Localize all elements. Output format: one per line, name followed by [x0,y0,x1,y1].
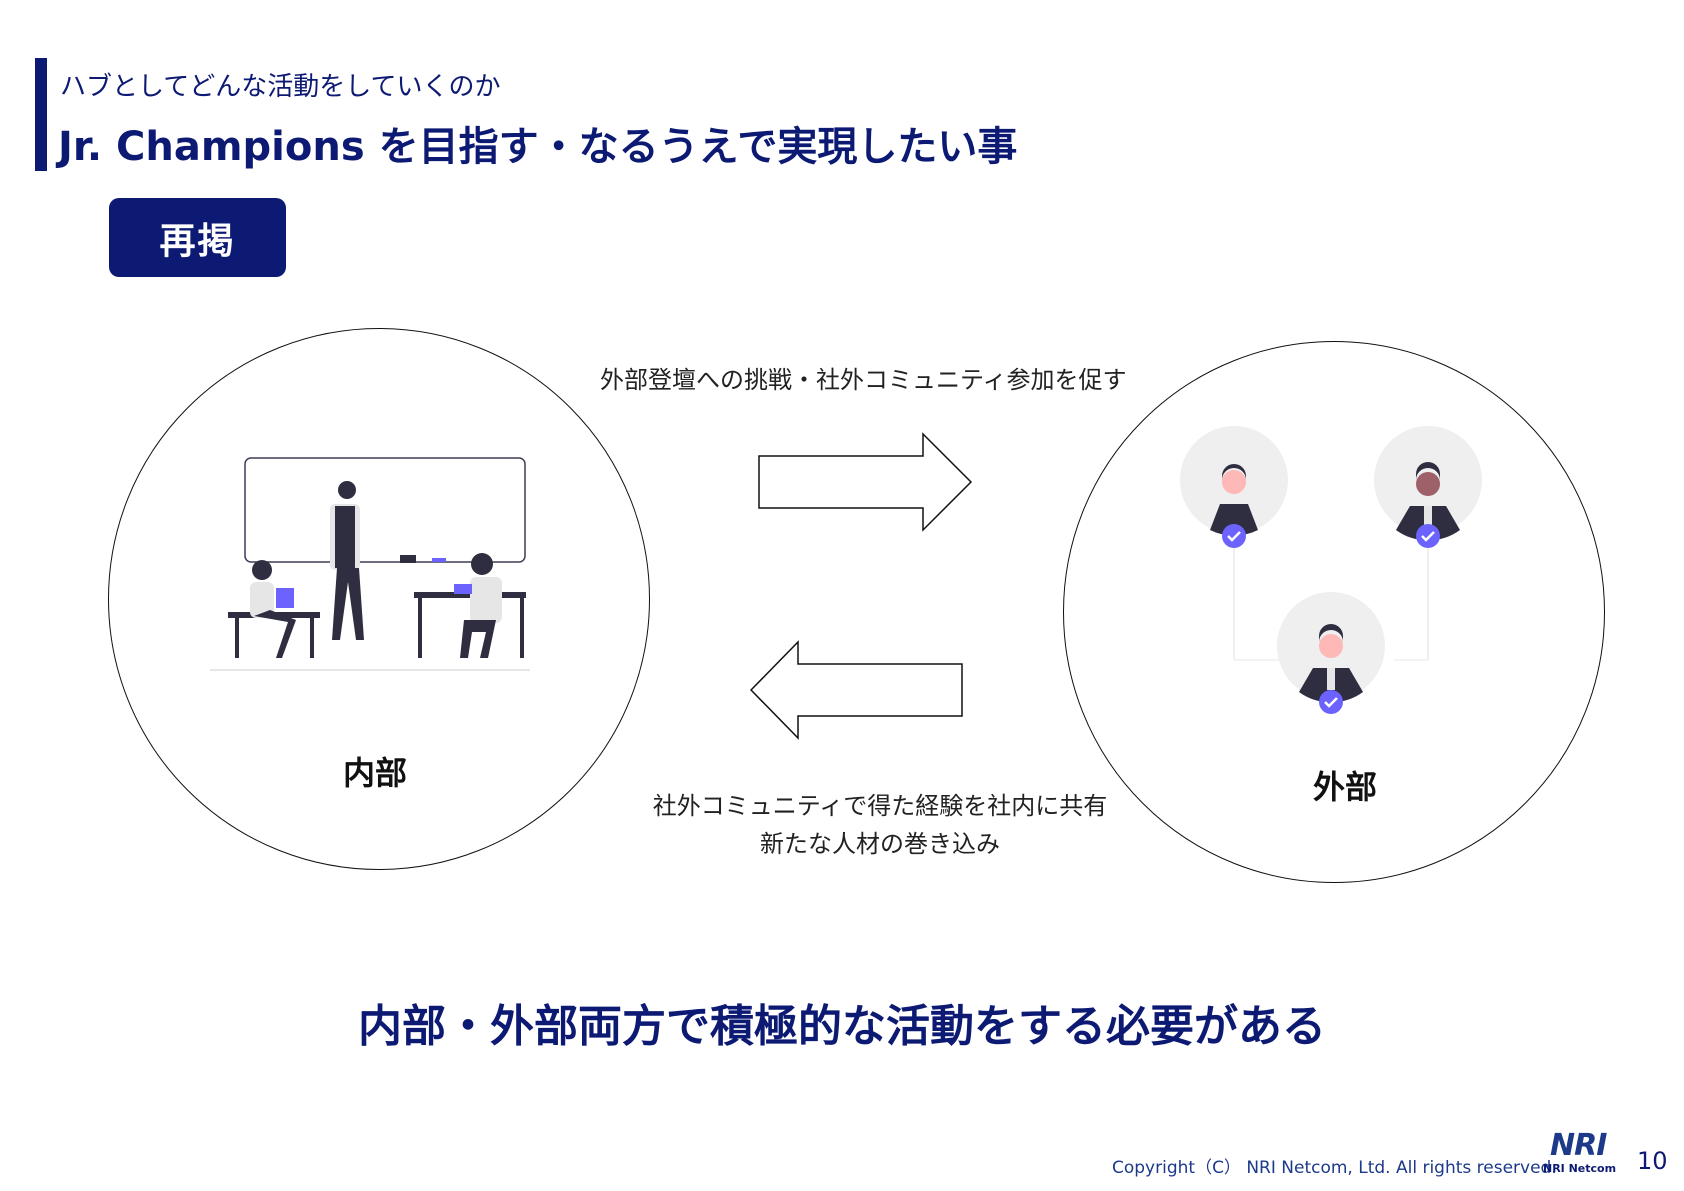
community-people-illustration [1180,426,1482,714]
inbound-caption-line2: 新たな人材の巻き込み [760,830,1000,858]
member-avatar-2 [1374,426,1482,548]
title-accent-bar [35,58,47,171]
member-avatar-3 [1277,592,1385,714]
slide-title: Jr. Champions を目指す・なるうえで実現したい事 [58,124,1018,170]
internal-label: 内部 [343,754,408,792]
internal-circle [108,328,650,870]
office-meeting-illustration [210,457,530,671]
slide-subtitle: ハブとしてどんな活動をしていくのか [60,72,501,102]
conclusion-statement: 内部・外部両方で積極的な活動をする必要がある [358,1001,1326,1052]
nri-logo-icon: NRI [1550,1128,1607,1163]
external-circle [1063,341,1605,883]
outbound-caption: 外部登壇への挑戦・社外コミュニティ参加を促す [600,366,1127,394]
member-avatar-1 [1180,426,1288,548]
page-number: 10 [1637,1147,1668,1175]
repost-badge: 再掲 [109,198,286,277]
copyright-notice: Copyright（C） NRI Netcom, Ltd. All rights… [1112,1158,1557,1178]
arrow-right-icon [758,432,973,532]
arrow-left-icon [750,640,963,740]
external-label: 外部 [1313,768,1378,806]
inbound-caption-line1: 社外コミュニティで得た経験を社内に共有 [652,792,1108,820]
nri-logo-text: NRI Netcom [1543,1162,1617,1175]
